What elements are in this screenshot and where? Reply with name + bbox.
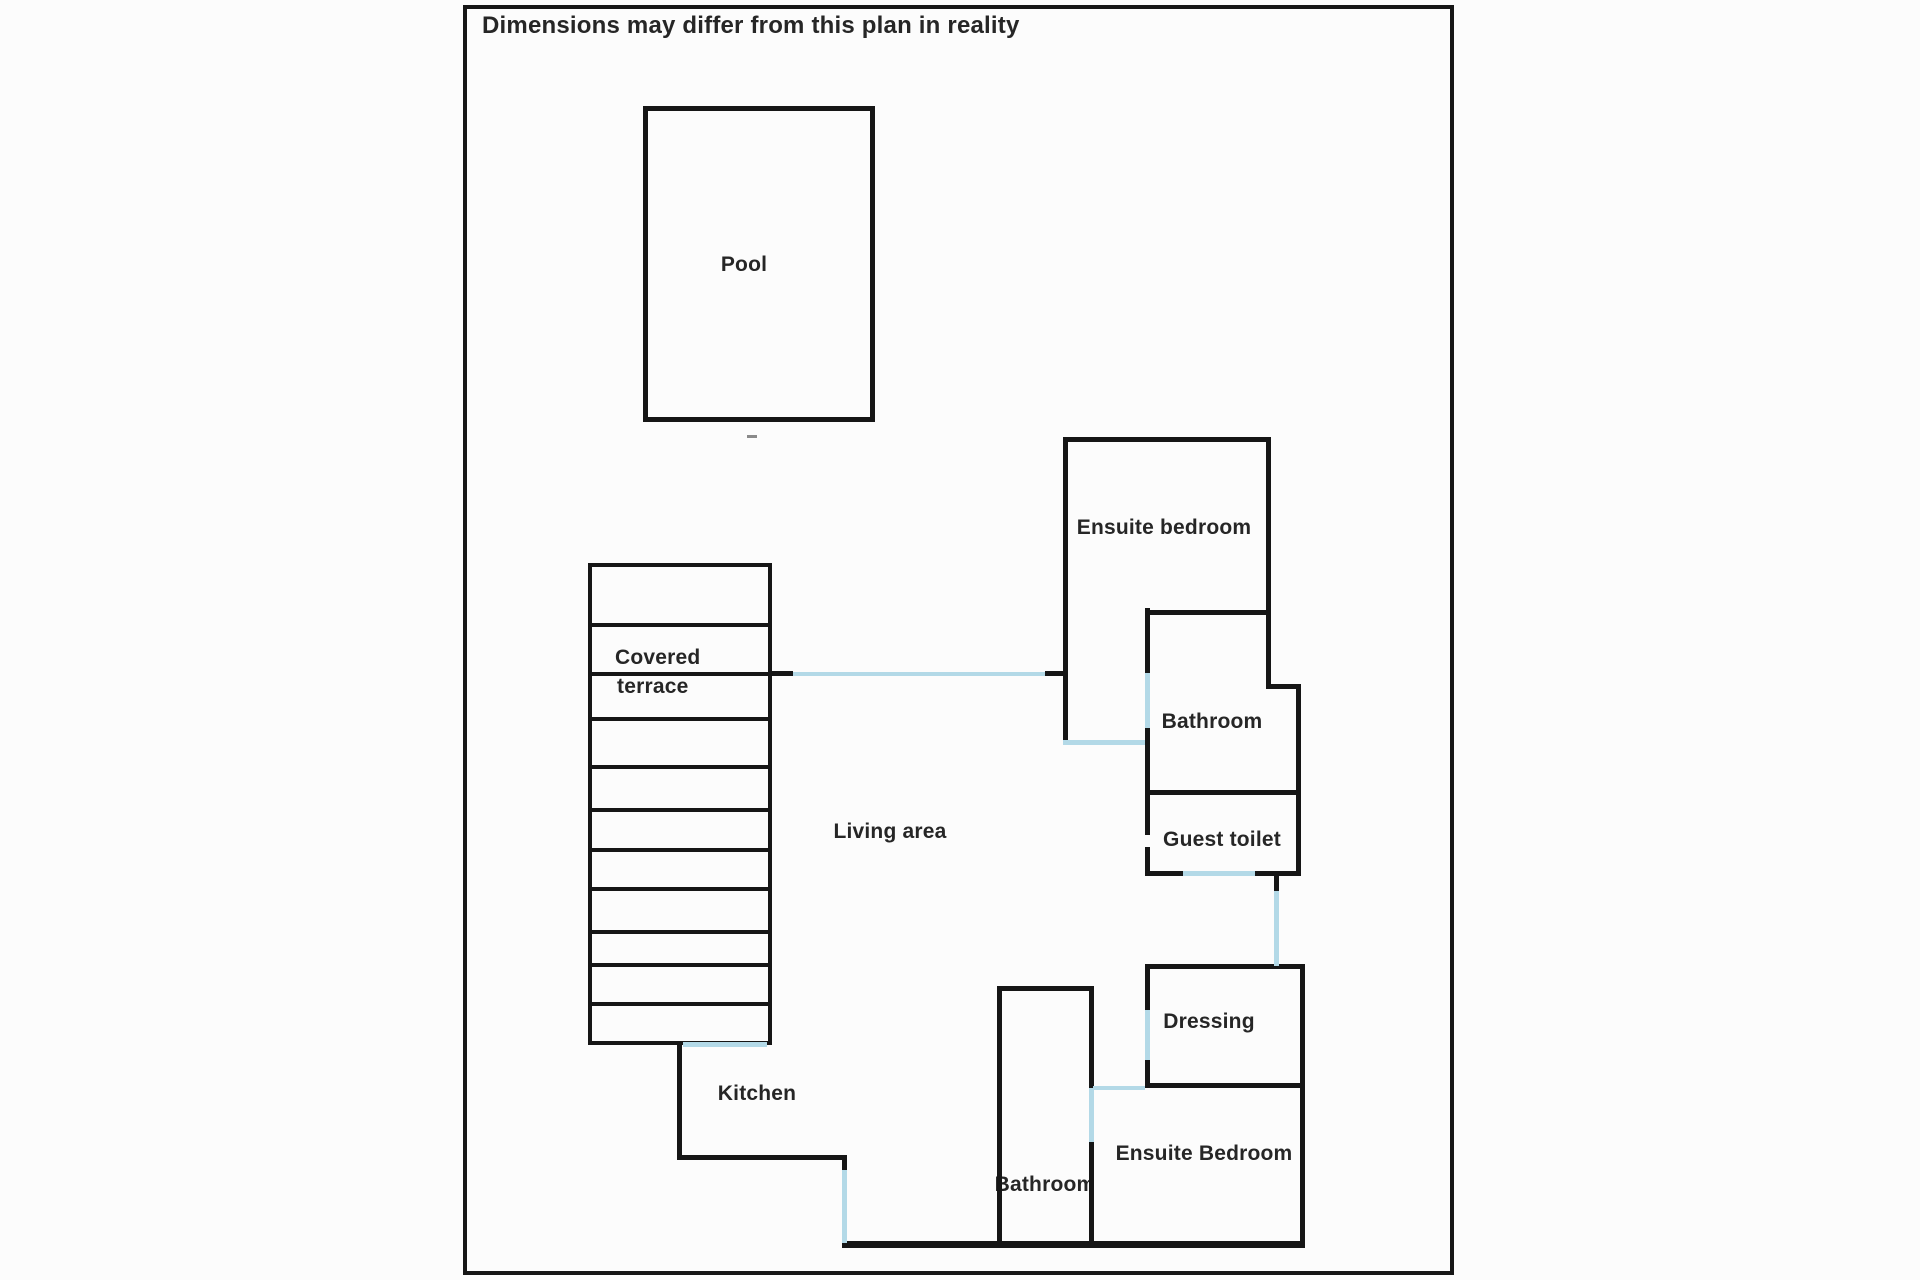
- room-label-terrace: terrace: [617, 675, 689, 698]
- disclaimer-text: Dimensions may differ from this plan in …: [482, 12, 1020, 39]
- covered-terrace-outline: [588, 563, 772, 1045]
- door-opening-segment: [793, 672, 1045, 676]
- door-opening-segment: [1145, 1010, 1150, 1060]
- wall-segment: [1145, 610, 1271, 615]
- terrace-slat-line: [588, 887, 772, 891]
- wall-segment: [1296, 684, 1301, 876]
- wall-segment: [1300, 964, 1305, 1247]
- wall-segment: [677, 1155, 847, 1160]
- wall-segment: [1274, 873, 1279, 891]
- door-opening-segment: [1093, 1086, 1145, 1090]
- room-label-kitchen: Kitchen: [717, 1082, 797, 1105]
- room-label-ensuite-bedroom-top: Ensuite bedroom: [1076, 516, 1252, 539]
- door-opening-segment: [1183, 871, 1255, 876]
- wall-segment: [1145, 1060, 1150, 1087]
- room-label-bathroom-top: Bathroom: [1161, 710, 1263, 733]
- terrace-slat-line: [588, 848, 772, 852]
- room-label-covered: Covered: [615, 646, 701, 669]
- wall-segment: [842, 1241, 1305, 1248]
- wall-segment: [1145, 790, 1301, 795]
- terrace-slat-line: [588, 930, 772, 934]
- wall-segment: [1145, 964, 1305, 969]
- room-label-ensuite-bedroom-bottom: Ensuite Bedroom: [1115, 1142, 1293, 1165]
- door-opening-segment: [1274, 891, 1279, 966]
- terrace-slat-line: [588, 623, 772, 627]
- wall-segment: [1045, 671, 1065, 676]
- pool-dash-mark: [747, 435, 757, 438]
- terrace-slat-line: [588, 808, 772, 812]
- door-opening-segment: [683, 1042, 767, 1047]
- door-opening-segment: [1145, 673, 1150, 728]
- room-label-pool: Pool: [720, 253, 768, 276]
- plan-outer-border: [463, 5, 1454, 1275]
- terrace-slat-line: [588, 672, 772, 676]
- room-label-guest-toilet: Guest toilet: [1163, 828, 1281, 851]
- terrace-slat-line: [588, 717, 772, 721]
- wall-segment: [1266, 684, 1301, 689]
- room-label-dressing: Dressing: [1163, 1010, 1255, 1033]
- wall-segment: [1145, 1083, 1305, 1088]
- wall-segment: [1145, 964, 1150, 1010]
- door-opening-segment: [1063, 740, 1145, 745]
- wall-segment: [842, 1155, 847, 1170]
- terrace-slat-line: [588, 963, 772, 967]
- room-label-living-area: Living area: [833, 820, 947, 843]
- wall-segment: [1089, 1140, 1094, 1247]
- wall-segment: [1089, 986, 1094, 1088]
- wall-segment: [1145, 871, 1183, 876]
- wall-segment: [677, 1045, 682, 1160]
- door-opening-segment: [842, 1170, 847, 1243]
- door-opening-segment: [1089, 1088, 1094, 1142]
- wall-segment: [1145, 728, 1150, 835]
- wall-segment: [772, 671, 793, 676]
- wall-segment: [1063, 437, 1068, 742]
- terrace-slat-line: [588, 1002, 772, 1006]
- pool-outline: [643, 106, 875, 422]
- terrace-slat-line: [588, 765, 772, 769]
- wall-segment: [1145, 608, 1150, 673]
- wall-segment: [1145, 847, 1150, 873]
- wall-segment: [1266, 437, 1271, 689]
- room-label-bathroom-bottom: Bathroom: [994, 1173, 1096, 1196]
- wall-segment: [997, 986, 1002, 1247]
- wall-segment: [1063, 437, 1271, 442]
- wall-segment: [997, 986, 1093, 991]
